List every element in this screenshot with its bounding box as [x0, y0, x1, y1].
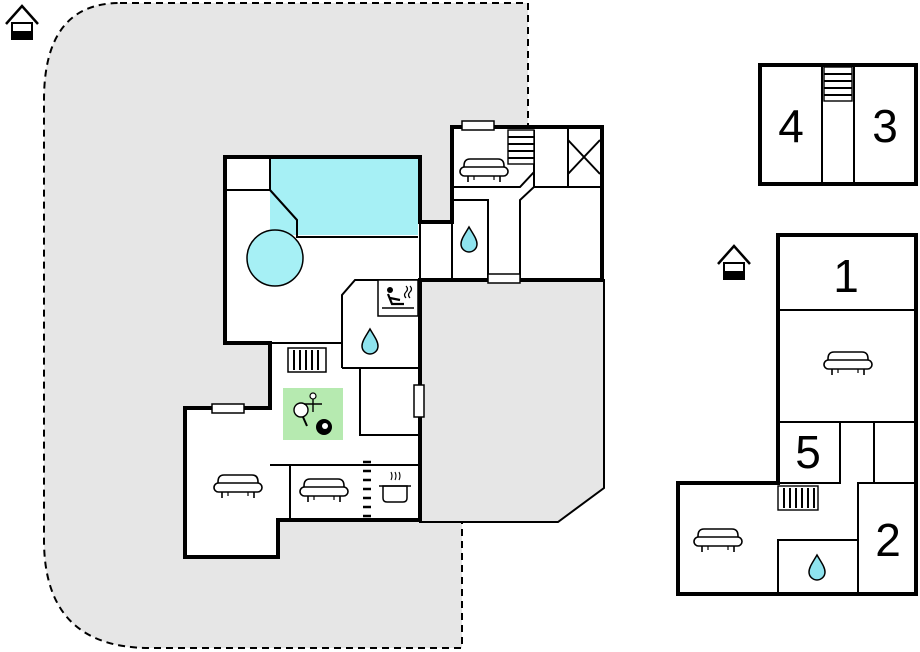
water-drop-icon [808, 554, 826, 581]
window [211, 403, 245, 414]
table-tennis-billiards-icon [293, 392, 332, 435]
house-entrance-icon [717, 244, 751, 280]
room-number: 1 [833, 250, 859, 302]
hot-tub [246, 229, 304, 287]
window [413, 384, 425, 418]
terrace-area [419, 279, 605, 523]
sofa-icon [693, 528, 743, 553]
window [487, 273, 521, 284]
sauna-icon [377, 279, 419, 317]
room-number: 3 [872, 100, 898, 152]
sofa-icon [823, 351, 873, 376]
stairs-icon [777, 485, 819, 511]
stairs-icon [287, 347, 327, 373]
room-number: 4 [778, 100, 804, 152]
room-number: 2 [875, 514, 901, 566]
sauna-icon [382, 285, 414, 309]
kitchen-counter [363, 460, 371, 518]
house-entrance-icon [5, 4, 39, 40]
window [461, 120, 495, 131]
cooking-pot-icon [379, 471, 411, 503]
pool [270, 159, 418, 235]
stairs-icon [507, 129, 535, 165]
room-number: 5 [795, 426, 821, 478]
stairs-icon [823, 66, 853, 102]
